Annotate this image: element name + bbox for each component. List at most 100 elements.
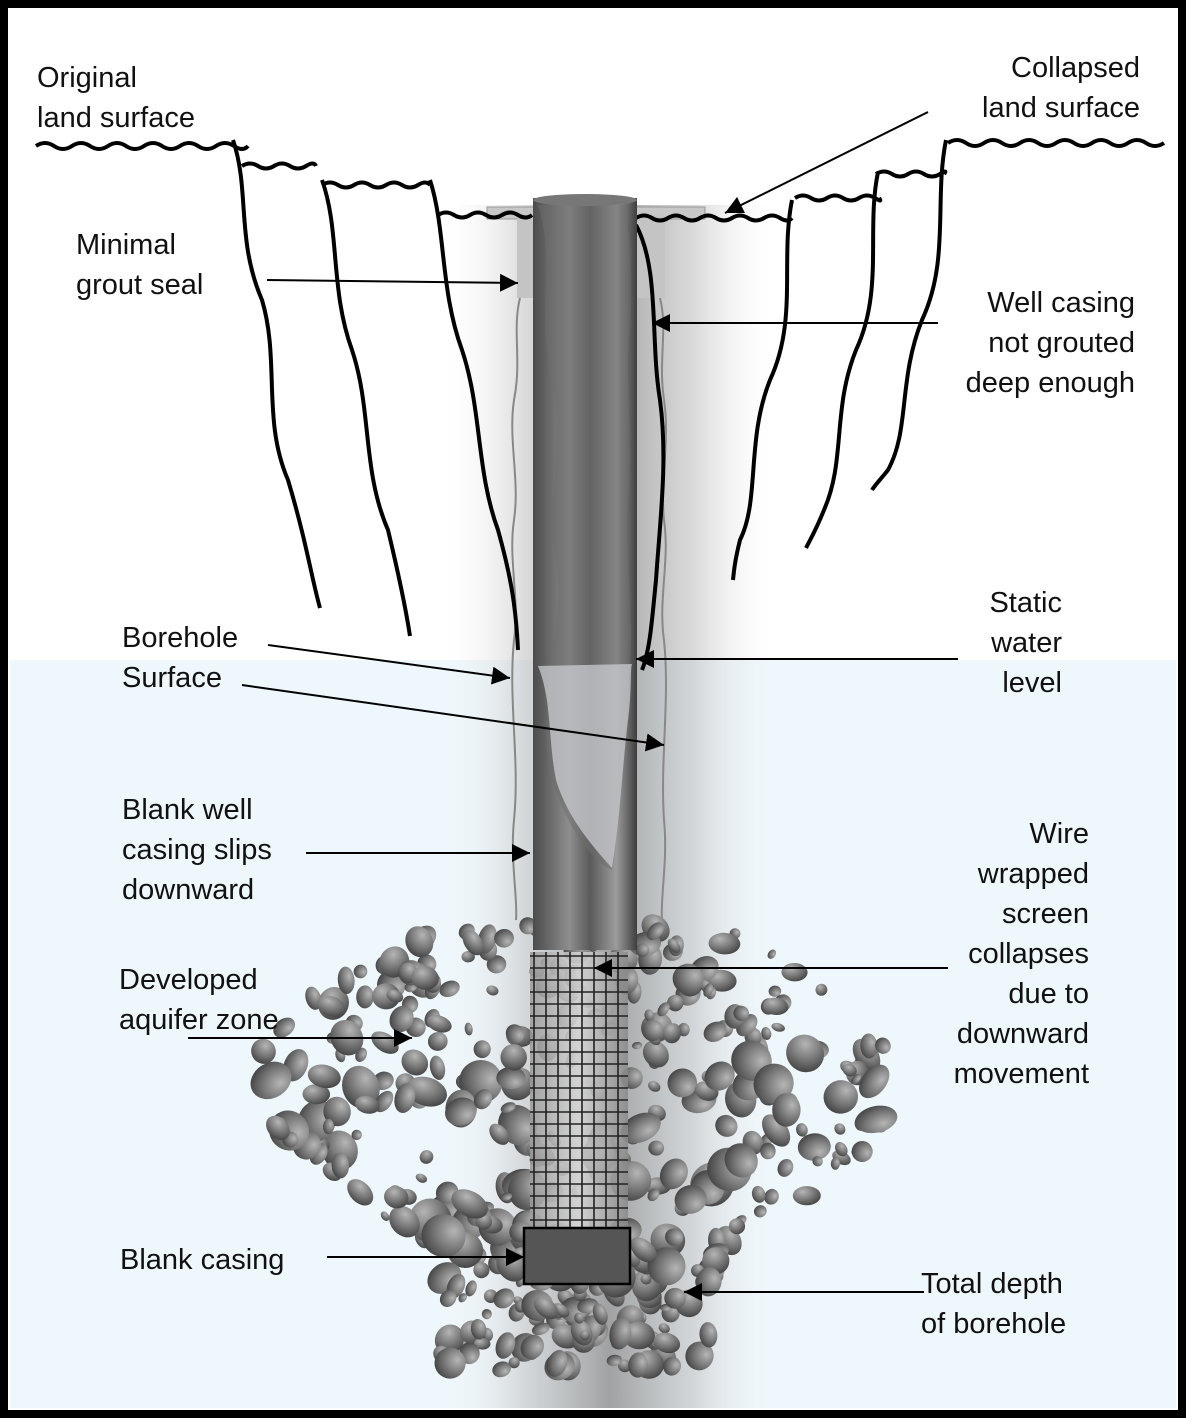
collapsed-terrace-3 (436, 210, 534, 220)
label-borehole-surface: Borehole Surface (122, 622, 239, 694)
gravel-stone (772, 1093, 801, 1127)
gravel-stone (767, 949, 777, 959)
gravel-stone (317, 995, 346, 1017)
gravel-stone (273, 1017, 296, 1038)
well-casing (533, 194, 637, 950)
gravel-stone (672, 963, 704, 994)
gravel-stone (842, 1063, 857, 1077)
leader-borehole-surface-2 (241, 684, 665, 752)
gravel-stone (434, 1347, 466, 1379)
gravel-stone (699, 1322, 718, 1348)
gravel-stone (667, 938, 681, 954)
gravel-stone (473, 1337, 491, 1350)
gravel-stone (505, 1024, 525, 1044)
wire-wrapped-screen (530, 952, 628, 1230)
gravel-stone (642, 1040, 669, 1068)
gravel-stone (609, 1317, 632, 1350)
gravel-stone (355, 1095, 380, 1114)
leader-lines (188, 111, 958, 1301)
gravel-stone (662, 1023, 682, 1043)
gravel-stone (302, 1084, 331, 1105)
gravel-stone (439, 980, 460, 998)
gravel-stone (647, 1081, 661, 1092)
gravel-stone (763, 997, 789, 1015)
gravel-stone (644, 1009, 655, 1022)
gravel-stone (647, 1247, 686, 1286)
label-developed-aquifer-zone: Developed aquifer zone (119, 964, 279, 1036)
gravel-stone (481, 1308, 492, 1320)
gravel-stone (606, 1354, 622, 1367)
gravel-stone (445, 1097, 477, 1126)
gravel-stone (635, 943, 650, 957)
gravel-stone (389, 1005, 414, 1033)
gravel-stone (489, 1123, 510, 1145)
gravel-stone (347, 1179, 374, 1206)
gravel-stone (623, 1321, 655, 1350)
gravel-stone (337, 966, 355, 994)
gravel-stone (642, 1019, 664, 1042)
label-collapsed-land-surface: Collapsed land surface (982, 52, 1140, 124)
gravel-stone (429, 1055, 446, 1080)
gravel-stone (351, 1129, 362, 1141)
gravel-stone (473, 1040, 491, 1059)
collapsed-terrace-4 (634, 213, 794, 223)
gravel-stone (405, 1076, 448, 1107)
grout-seal-body-left (517, 215, 537, 298)
gravel-stone (500, 1044, 527, 1071)
gravel-stone (427, 1031, 448, 1051)
fracture-line-7 (634, 224, 666, 671)
gravel-stone (496, 1066, 526, 1090)
gravel-stone (667, 1068, 698, 1098)
gravel-stone (250, 1061, 292, 1100)
gravel-stone (394, 1083, 416, 1113)
gravel-stone (792, 1186, 821, 1206)
collapsed-terrace-1 (240, 161, 318, 171)
gravel-stone (465, 1280, 477, 1297)
label-well-casing-not-grouted: Well casing not grouted deep enough (965, 287, 1135, 399)
gravel-stone (764, 1188, 779, 1205)
gravel-stone (653, 1332, 681, 1354)
original-land-surface-left (34, 141, 250, 151)
gravel-stone (663, 1356, 682, 1376)
gravel-stone (574, 1312, 584, 1324)
gravel-stone (815, 983, 828, 996)
fracture-line-3 (428, 179, 520, 651)
gravel-stone (786, 1034, 825, 1073)
gravel-stone (462, 929, 484, 956)
gravel-stone (851, 1073, 862, 1085)
gravel-stone (459, 1059, 503, 1104)
gravel-stone (266, 1115, 290, 1141)
gravel-stone (356, 985, 374, 1009)
gravel-stone (493, 1288, 515, 1309)
gravel-stone (768, 985, 782, 997)
gravel-stone (415, 1173, 428, 1183)
gravel-stone (704, 1061, 735, 1091)
gravel-stone (620, 1112, 661, 1144)
gravel-stone (777, 1158, 794, 1177)
gravel-stone (419, 1150, 434, 1164)
collapsed-terrace-5 (793, 193, 883, 203)
gravel-stone (665, 1228, 684, 1246)
gravel-stone (674, 1185, 707, 1214)
gravel-stone (470, 1318, 487, 1340)
gravel-stone (646, 922, 664, 941)
gravel-stone (386, 989, 404, 1003)
gravel-stone (492, 1361, 511, 1378)
gravel-stone (389, 1205, 420, 1238)
fracture-line-4 (731, 199, 794, 581)
gravel-stone (695, 1267, 722, 1297)
collapsed-terrace-6 (874, 169, 948, 179)
leader-collapsed-land-surface (724, 111, 929, 214)
gravel-stone (631, 1041, 643, 1050)
gravel-stone (658, 1323, 670, 1334)
gravel-stone (321, 1130, 358, 1171)
gravel-stone (486, 985, 499, 996)
gravel-stone (812, 1156, 823, 1167)
fracture-line-1 (231, 139, 322, 609)
gravel-stone (519, 917, 537, 935)
gravel-stone (401, 1049, 429, 1076)
fracture-line-6 (870, 139, 948, 492)
gravel-stone (617, 1359, 632, 1373)
gravel-stone (640, 1273, 652, 1285)
blank-casing-bottom (522, 1226, 632, 1286)
